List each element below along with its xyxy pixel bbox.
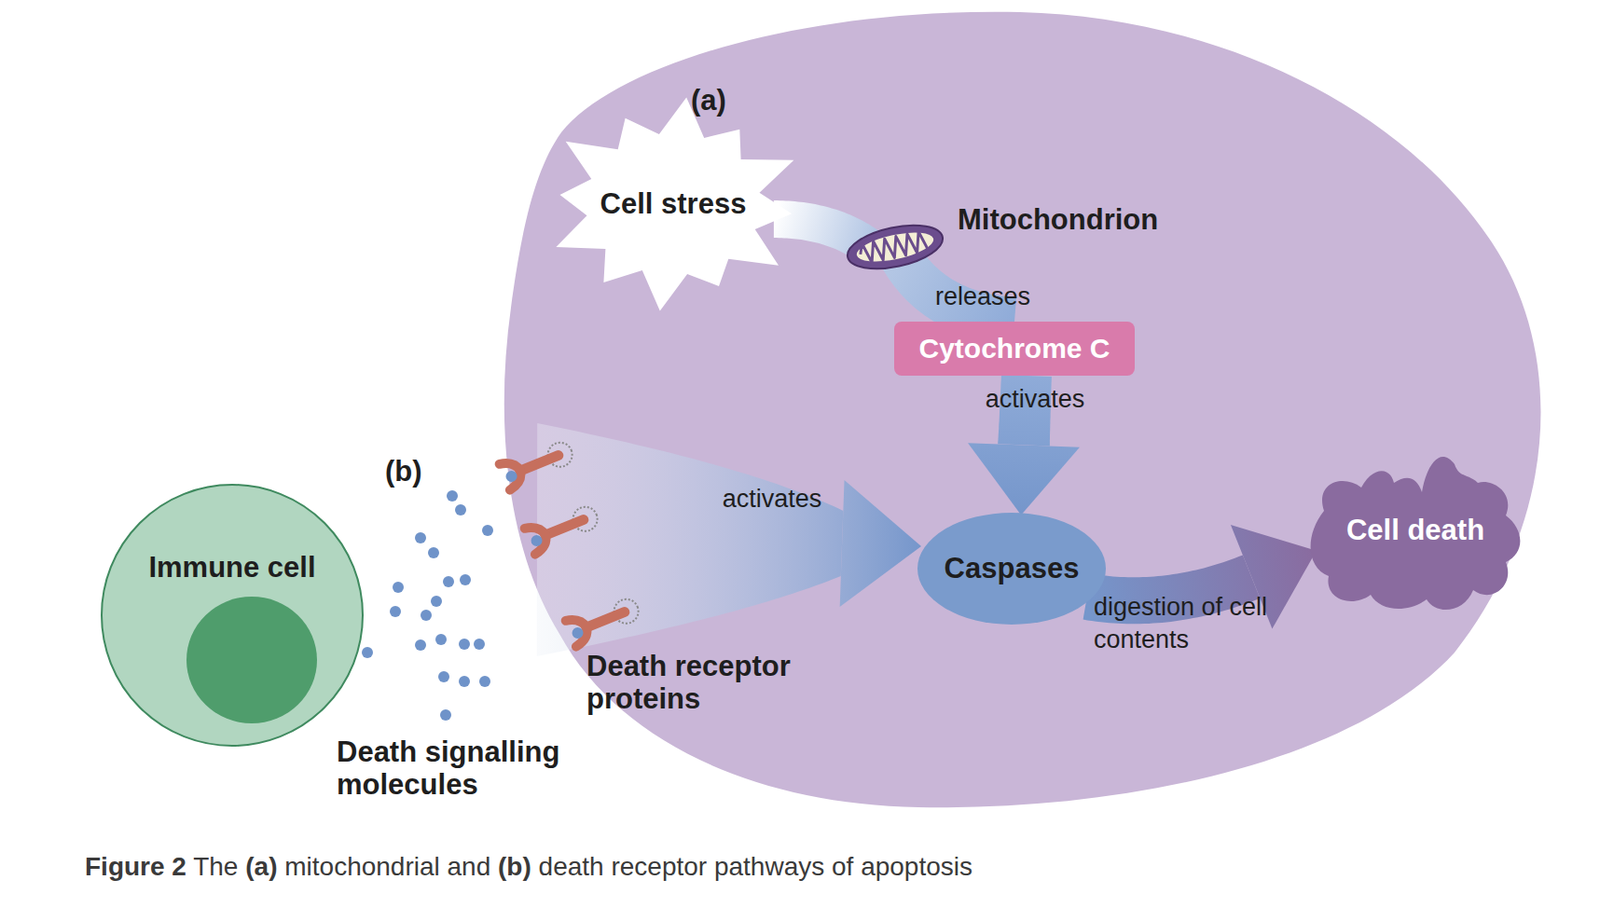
signal-dot bbox=[435, 634, 447, 646]
nucleus bbox=[186, 596, 318, 724]
receptor-stem bbox=[545, 520, 584, 536]
edge-label: releases bbox=[935, 280, 1031, 314]
arrow-head bbox=[840, 480, 922, 607]
signal-dot bbox=[414, 532, 427, 544]
edge-label: activates bbox=[985, 383, 1086, 416]
signal-dot bbox=[440, 709, 452, 721]
edge-label: digestion of cell contents bbox=[1093, 591, 1271, 657]
molecule-box: Cytochrome C bbox=[894, 321, 1135, 376]
receptor-cup bbox=[499, 457, 526, 491]
cell-membrane bbox=[101, 484, 363, 746]
mitochondrion: Mitochondrion bbox=[843, 223, 947, 271]
arrow-head bbox=[967, 442, 1080, 515]
inner-space bbox=[854, 227, 937, 268]
node-label: Cell stress bbox=[540, 96, 806, 312]
receptor-symbol bbox=[499, 437, 578, 491]
figure-caption: Figure 2 The (a) mitochondrial and (b) d… bbox=[84, 852, 973, 883]
signal-dot bbox=[438, 671, 450, 683]
signal-dot bbox=[458, 675, 470, 688]
part-label: Death signalling molecules bbox=[336, 736, 607, 801]
signal-dot bbox=[446, 490, 458, 502]
immune-cell-shape bbox=[99, 482, 365, 748]
signal-dot bbox=[389, 606, 401, 618]
edge-label: activates bbox=[722, 482, 823, 516]
mitochondrion-shape bbox=[843, 223, 947, 271]
part-label: (b) bbox=[385, 455, 423, 489]
signal-dots bbox=[361, 490, 494, 721]
signal-dot bbox=[442, 576, 455, 588]
receptor-stem bbox=[520, 455, 559, 471]
outer-membrane bbox=[843, 218, 947, 277]
cell-body bbox=[504, 12, 1542, 809]
signal-dot bbox=[361, 647, 373, 659]
signal-dot bbox=[473, 638, 485, 650]
bound-ligand bbox=[504, 468, 520, 484]
caption-figure-number: Figure 2 bbox=[84, 852, 187, 882]
signal-dot bbox=[414, 639, 427, 651]
signal-dot bbox=[392, 581, 404, 594]
node-label: Death receptor proteins bbox=[586, 650, 829, 716]
signal-dot bbox=[420, 609, 432, 621]
stress-starburst: Cell stress bbox=[540, 96, 806, 312]
receptor-stem bbox=[586, 612, 625, 628]
signal-dot bbox=[459, 574, 471, 586]
bound-ligand bbox=[570, 625, 586, 641]
node-label: Cytochrome C bbox=[894, 321, 1135, 376]
flow-band bbox=[537, 423, 844, 657]
cell-death-blob: Cell death bbox=[1305, 445, 1526, 616]
flow-arrow bbox=[537, 423, 922, 657]
signal-dot bbox=[430, 595, 442, 607]
receptor-symbol bbox=[565, 593, 644, 648]
mitochondrion-symbol bbox=[843, 218, 947, 277]
receptor-cup bbox=[524, 522, 552, 555]
receptor-group: Death receptor proteins bbox=[484, 447, 635, 653]
receptor-group-shape bbox=[484, 447, 635, 653]
signal-dot bbox=[427, 547, 440, 559]
signal-dot bbox=[482, 524, 494, 537]
node-label: Immune cell bbox=[99, 551, 365, 585]
receptor-symbol bbox=[524, 501, 603, 555]
signal-dot bbox=[479, 675, 491, 688]
caption-part-marker: (b) bbox=[497, 852, 532, 882]
signal-dot bbox=[458, 638, 470, 650]
cristae bbox=[858, 230, 929, 265]
caption-part-marker: (a) bbox=[245, 852, 277, 882]
caspase-ellipse: Caspases bbox=[917, 512, 1106, 625]
signal-dot bbox=[455, 504, 467, 516]
node-label: Mitochondrion bbox=[957, 204, 1159, 237]
immune-cell: Immune cell bbox=[99, 482, 365, 748]
node-label: Cell death bbox=[1305, 445, 1526, 616]
receptor-cup bbox=[565, 614, 593, 648]
bound-ligand bbox=[529, 533, 545, 549]
part-label: (a) bbox=[690, 84, 727, 118]
enzyme-ellipse bbox=[917, 512, 1106, 625]
node-label: Caspases bbox=[917, 512, 1106, 625]
